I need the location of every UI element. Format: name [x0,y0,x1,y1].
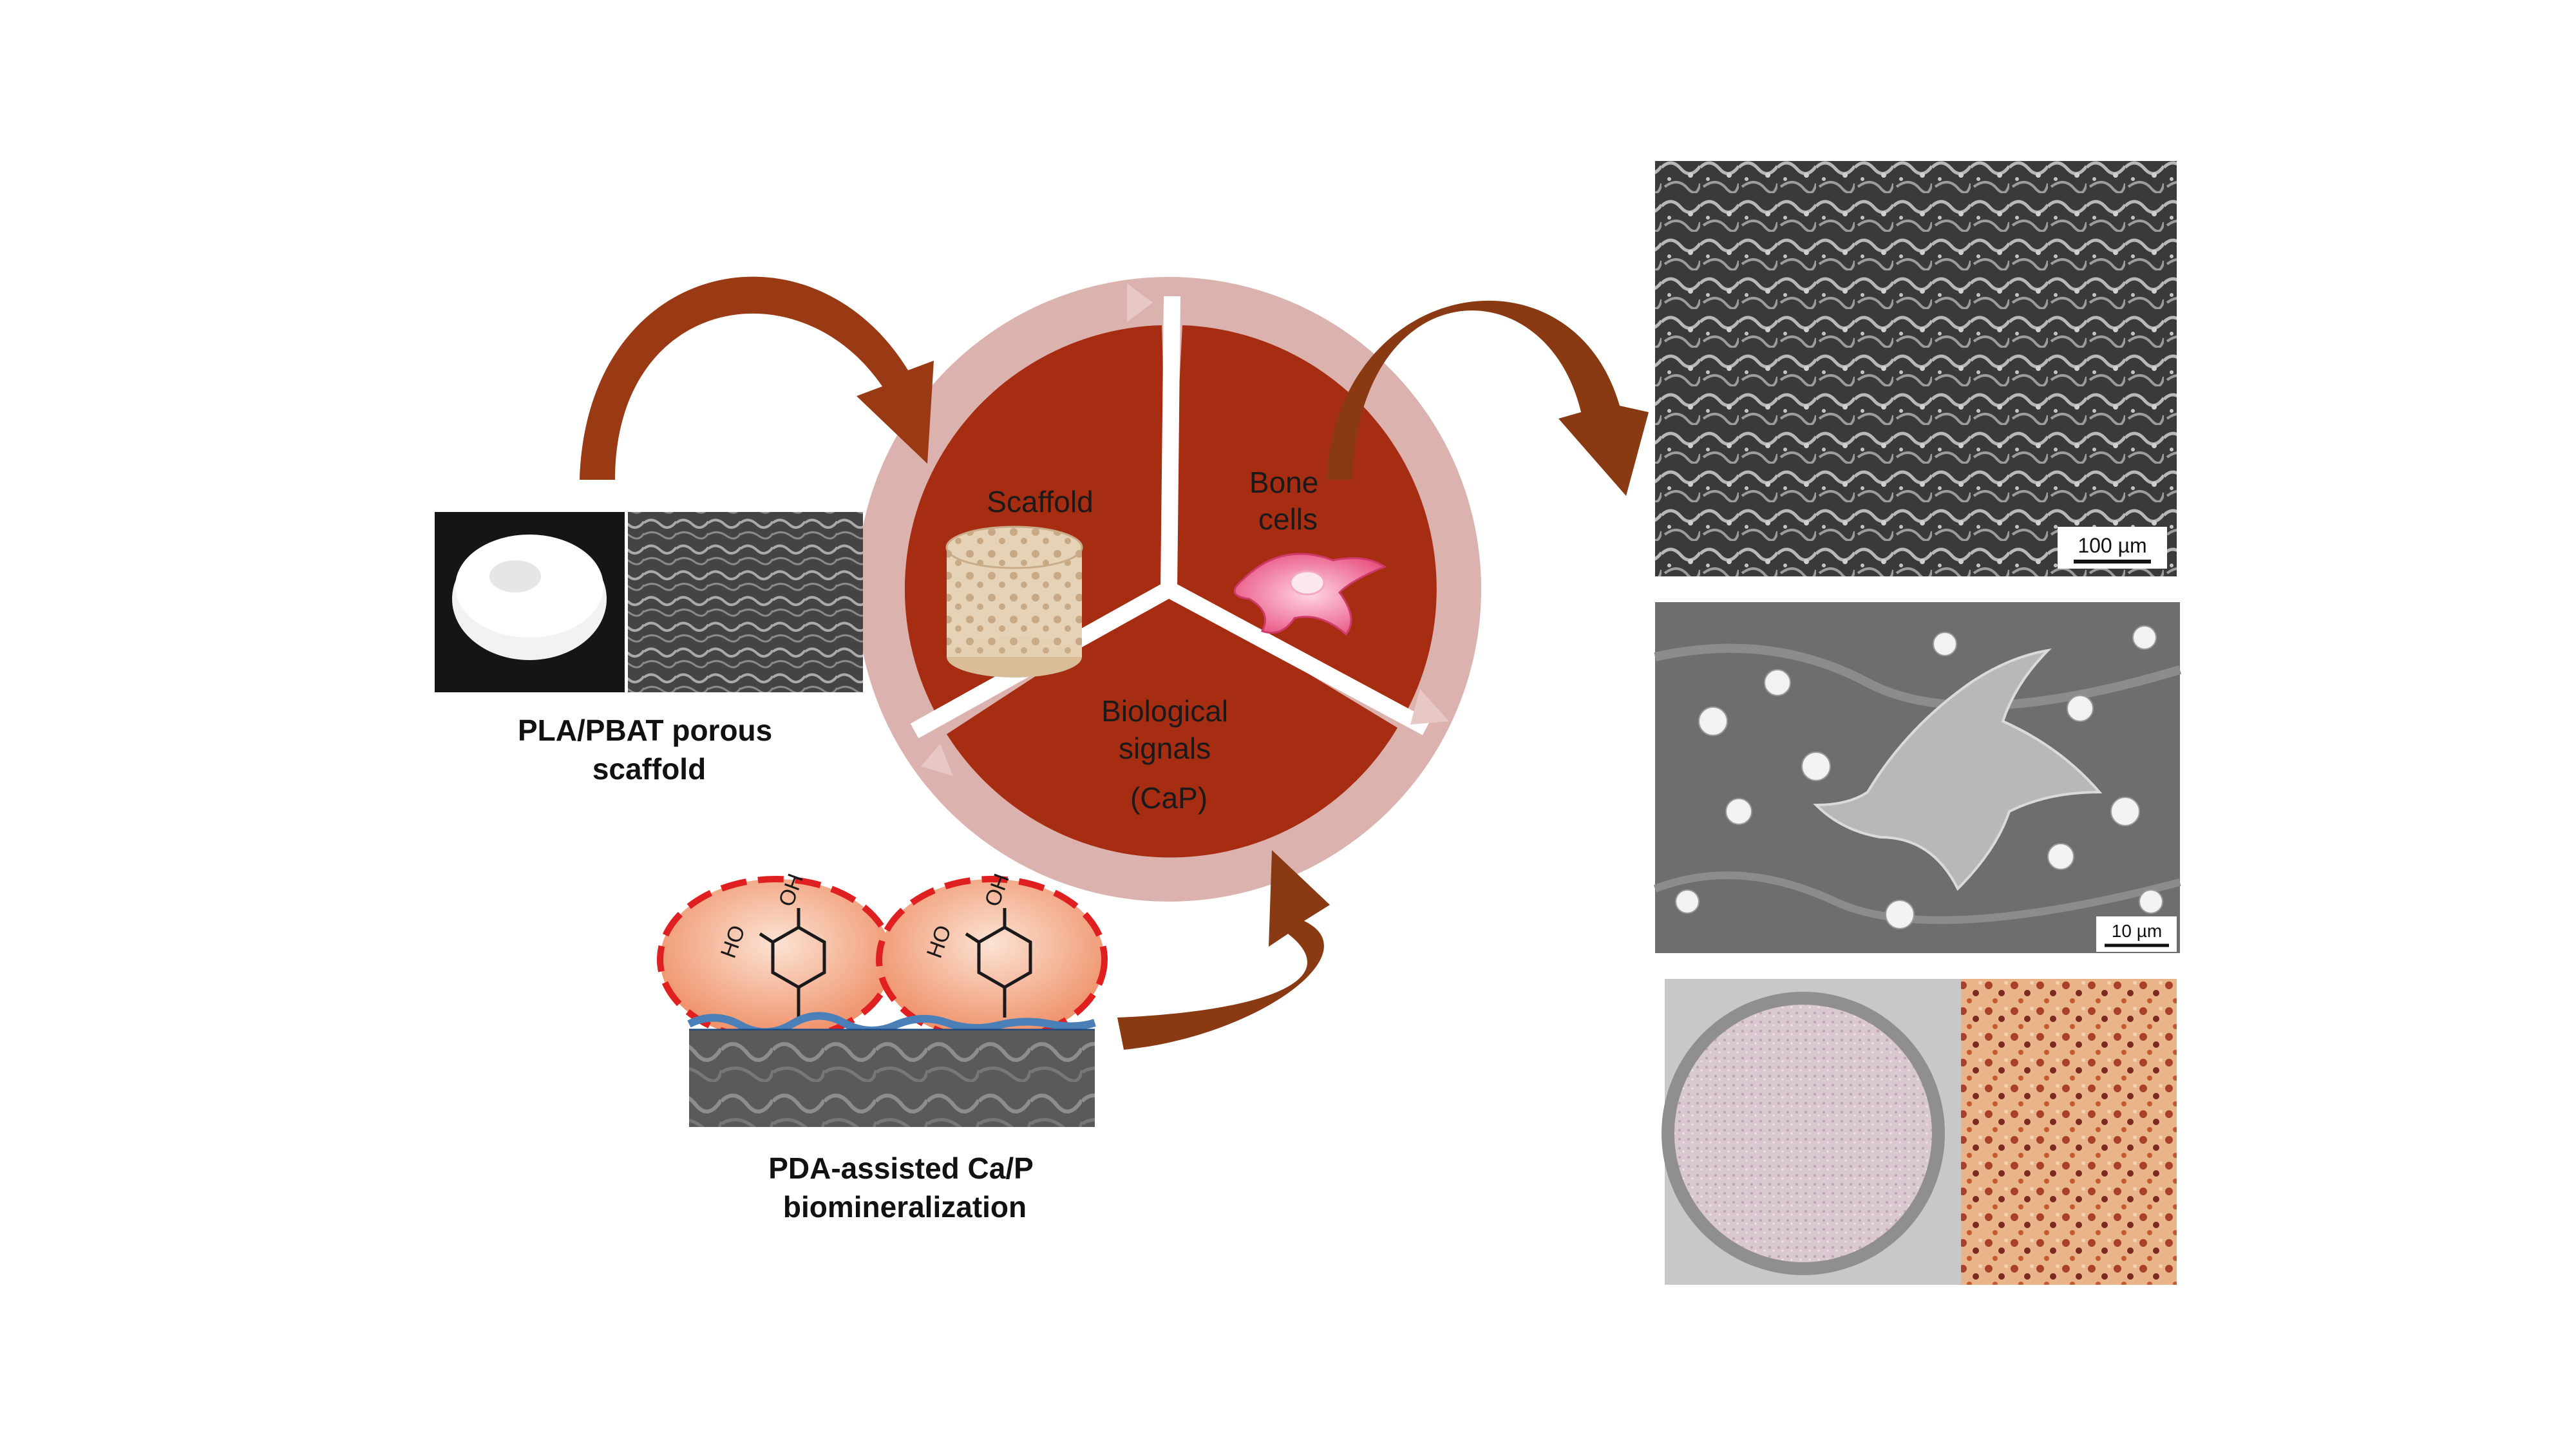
substrate-sem-image [689,1030,1095,1127]
left-panel-caption: PLA/PBAT porous scaffold [518,714,781,786]
catechol-molecule-icon [759,908,826,1018]
segment-biological-signals [947,589,1397,858]
cycle-arrow-icon [1127,283,1153,322]
calcium-phosphate-clusters [1675,625,2163,929]
alizarin-stain-image [1961,979,2177,1285]
curved-arrows [580,276,1649,1050]
catechol-molecule-icon [965,908,1032,1018]
segment-label-scaffold: Scaffold [987,485,1093,518]
segment-label-biological-signals: Biological signals (CaP) [1101,694,1236,815]
culture-dish-well [1674,1005,1932,1262]
right-panel: 100 µm 10 µm [1653,161,2182,1285]
arrow-cycle-to-right [1327,300,1649,496]
cycle-arrow-icon [921,744,953,776]
pda-bubble-left [657,876,895,1043]
osteoblast-shape [1813,648,2103,891]
segment-bone-cells [1169,325,1437,710]
segment-label-bone-cells: Bone cells [1249,466,1327,536]
arrow-left-to-cycle [580,276,934,480]
bone-cell-icon [1233,553,1387,636]
bottom-panel: HO OH HO OH PDA-assisted Ca/P biomineral… [657,871,1108,1224]
scaffold-sem-image [628,512,863,692]
bottom-panel-caption: PDA-assisted Ca/P biomineralization [768,1151,1041,1224]
cycle-arrow-icon [1410,689,1449,724]
sem-image-top [1655,161,2177,576]
cycle-diagram: Scaffold Bone cells Biological signals (… [857,277,1481,902]
arrow-bottom-to-cycle [1117,850,1330,1050]
sem-top-scale-label: 100 µm [2078,534,2146,557]
sem-mid-scale-label: 10 µm [2112,921,2162,941]
left-panel: PLA/PBAT porous scaffold [435,512,863,786]
scaffold-cylinder-icon [945,526,1083,677]
